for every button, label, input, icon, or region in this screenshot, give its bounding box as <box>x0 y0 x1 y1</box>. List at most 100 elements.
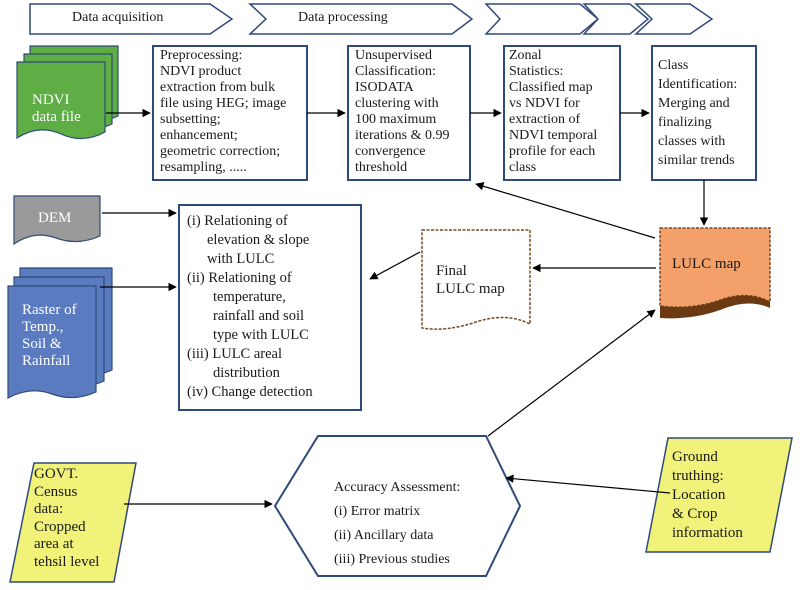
stage-chevron-acquisition <box>29 3 234 35</box>
dem-document <box>13 195 101 246</box>
raster-line-2: Temp., <box>22 319 64 335</box>
zonal-line-5: extraction of <box>509 112 581 127</box>
preprocessing-line-1: Preprocessing: <box>160 48 243 63</box>
unsupervised-classification-box <box>347 45 471 181</box>
ground-line-3: Location <box>672 487 726 503</box>
census-line-6: tehsil level <box>34 553 100 570</box>
class-id-line-3: Merging and <box>658 96 730 111</box>
preprocessing-box <box>152 45 308 181</box>
class-id-line-2: Identification: <box>658 77 738 92</box>
raster-line-4: Rainfall <box>22 353 71 369</box>
stage-chevron-4 <box>582 3 650 35</box>
lulc-map-label: LULC map <box>672 256 741 272</box>
stage-chevron-processing <box>248 3 474 35</box>
preprocessing-line-8: resampling, ..... <box>160 160 247 175</box>
zonal-statistics-box <box>503 45 621 181</box>
preprocessing-line-7: geometric correction; <box>160 144 281 159</box>
class-id-line-4: finalizing <box>658 115 712 130</box>
accuracy-text: Accuracy Assessment: (i) Error matrix (i… <box>334 476 460 572</box>
accuracy-line-4: (iii) Previous studies <box>334 552 450 567</box>
zonal-line-3: Classified map <box>509 80 593 95</box>
raster-document-stack <box>7 267 113 400</box>
class-id-line-5: classes with <box>658 134 726 149</box>
preprocessing-text: Preprocessing: NDVI product extraction f… <box>160 48 286 176</box>
zonal-line-8: class <box>509 160 537 175</box>
final-line-2: LULC map <box>436 281 505 297</box>
class-identification-box <box>651 45 757 181</box>
ground-line-5: information <box>672 525 743 541</box>
preprocessing-line-5: subsetting; <box>160 112 221 127</box>
analysis-box <box>178 204 362 411</box>
analysis-line-1: (i) Relationing of <box>187 213 288 229</box>
census-line-5: area at <box>34 536 74 552</box>
ground-line-1: Ground <box>672 449 718 465</box>
raster-line-1: Raster of <box>22 302 77 318</box>
census-line-3: data: <box>34 501 64 517</box>
preprocessing-line-4: file using HEG; image <box>160 96 287 111</box>
unsupervised-line-8: threshold <box>355 160 408 175</box>
zonal-text: Zonal Statistics: Classified map vs NDVI… <box>509 48 597 176</box>
unsupervised-line-6: iterations & 0.99 <box>355 128 450 143</box>
zonal-line-7: profile for each <box>509 144 596 159</box>
class-id-text: Class Identification: Merging and finali… <box>658 56 737 170</box>
zonal-line-4: vs NDVI for <box>509 96 580 111</box>
accuracy-line-2: (i) Error matrix <box>334 504 421 519</box>
final-line-1: Final <box>436 263 467 279</box>
stage-chevron-5 <box>634 3 714 35</box>
zonal-line-6: NDVI temporal <box>509 128 598 143</box>
analysis-line-2: elevation & slope <box>207 232 310 248</box>
ground-line-4: & Crop <box>672 506 718 522</box>
unsupervised-line-1: Unsupervised <box>355 48 432 63</box>
zonal-line-2: Statistics: <box>509 64 564 79</box>
stage-label-acquisition: Data acquisition <box>72 10 164 25</box>
accuracy-line-3: (ii) Ancillary data <box>334 528 434 543</box>
analysis-line-5: temperature, <box>213 289 286 305</box>
analysis-line-3: with LULC <box>207 251 275 267</box>
stage-label-processing: Data processing <box>298 10 388 25</box>
analysis-line-4: (ii) Relationing of <box>187 270 292 286</box>
analysis-line-10: (iv) Change detection <box>187 384 313 400</box>
census-data-parallelogram <box>9 462 137 583</box>
raster-line-3: Soil & <box>22 336 62 352</box>
ndvi-label: NDVI data file <box>32 92 81 126</box>
unsupervised-line-7: convergence <box>355 144 426 159</box>
stage-banner <box>29 3 714 35</box>
analysis-line-9: distribution <box>213 365 280 381</box>
final-lulc-map-document <box>421 229 531 330</box>
ndvi-line-1: NDVI <box>32 92 70 108</box>
ground-text: Ground truthing: Location & Crop informa… <box>672 448 743 543</box>
accuracy-assessment-hexagon <box>273 435 522 577</box>
census-line-2: Census <box>34 483 78 500</box>
unsupervised-line-2: Classification: <box>355 64 436 79</box>
lulc-map-document <box>659 227 771 319</box>
census-line-1: GOVT. <box>34 466 79 482</box>
unsupervised-text: Unsupervised Classification: ISODATA clu… <box>355 48 450 176</box>
class-id-line-6: similar trends <box>658 153 735 168</box>
preprocessing-line-2: NDVI product <box>160 64 242 79</box>
ndvi-data-file-stack <box>16 45 119 140</box>
unsupervised-line-5: 100 maximum <box>355 112 437 127</box>
accuracy-line-1: Accuracy Assessment: <box>334 480 461 495</box>
analysis-line-8: (iii) LULC areal <box>187 346 283 362</box>
arrow-accuracy-to-lulc <box>487 309 656 437</box>
census-text: GOVT. Census data: Cropped area at tehsi… <box>34 466 99 571</box>
raster-label: Raster of Temp., Soil & Rainfall <box>22 302 77 370</box>
census-line-4: Cropped <box>34 518 86 535</box>
preprocessing-line-6: enhancement; <box>160 128 238 143</box>
arrow-ground-to-accuracy <box>505 474 671 494</box>
analysis-line-7: type with LULC <box>213 327 309 343</box>
analysis-line-6: rainfall and soil <box>213 308 305 324</box>
zonal-line-1: Zonal <box>509 48 542 63</box>
ground-truthing-parallelogram <box>645 437 793 553</box>
preprocessing-line-3: extraction from bulk <box>160 80 276 95</box>
stage-chevron-3 <box>484 3 600 35</box>
analysis-text: (i) Relationing of elevation & slope wit… <box>187 212 313 402</box>
unsupervised-line-3: ISODATA <box>355 80 414 95</box>
arrow-lulc-to-classification <box>475 182 656 239</box>
arrow-final-to-analysis <box>369 251 421 280</box>
class-id-line-1: Class <box>658 58 689 73</box>
unsupervised-line-4: clustering with <box>355 96 439 111</box>
ground-line-2: truthing: <box>672 468 724 484</box>
ndvi-line-2: data file <box>32 109 81 125</box>
